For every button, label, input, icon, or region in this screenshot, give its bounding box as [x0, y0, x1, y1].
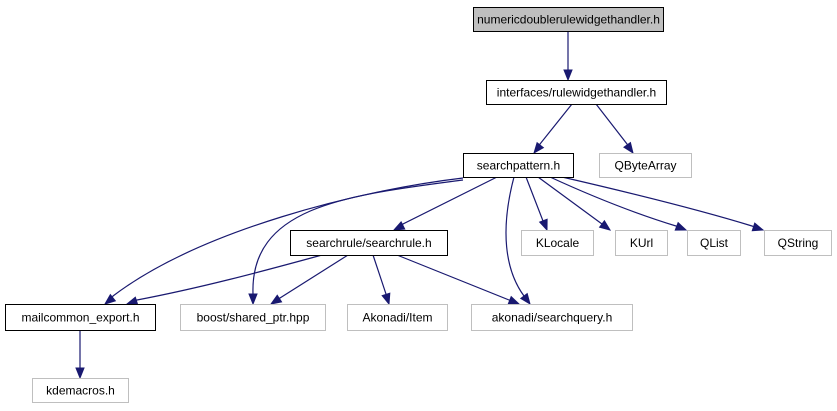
node-numericdoublerulewidgethandler-h[interactable]: numericdoublerulewidgethandler.h [473, 7, 664, 32]
node-box [687, 230, 741, 256]
node-box [180, 304, 326, 331]
edge-n4-n10 [269, 254, 349, 305]
node-box [764, 230, 832, 256]
node-label: KLocale [536, 236, 580, 250]
edge-n4-n9 [125, 254, 323, 306]
edge-line [134, 254, 323, 303]
node-label: Akonadi/Item [362, 311, 432, 325]
edge-n2-n12 [505, 176, 531, 306]
arrowhead-icon [75, 367, 85, 380]
arrowhead-icon [623, 141, 634, 155]
arrowhead-icon [392, 221, 406, 231]
node-klocale: KLocale [521, 230, 594, 256]
edge-line [110, 177, 464, 300]
node-boost-shared-ptr-hpp: boost/shared_ptr.hpp [180, 304, 326, 331]
edge-n2-n4 [392, 176, 498, 231]
edge-line [538, 103, 573, 147]
node-label: QByteArray [614, 159, 676, 173]
node-label: interfaces/rulewidgethandler.h [497, 86, 656, 100]
node-label: QString [778, 236, 819, 250]
node-box [5, 304, 156, 331]
arrowhead-icon [125, 296, 139, 306]
node-label: boost/shared_ptr.hpp [197, 311, 310, 325]
node-label: numericdoublerulewidgethandler.h [477, 13, 660, 27]
node-akonadi-searchquery-h: akonadi/searchquery.h [471, 304, 633, 331]
edge-line [372, 254, 388, 297]
node-akonadi-item: Akonadi/Item [347, 304, 448, 331]
node-label: mailcommon_export.h [21, 311, 139, 325]
edge-line [525, 176, 545, 223]
node-box [486, 80, 667, 105]
edge-n2-n7 [549, 176, 688, 231]
node-label: searchrule/searchrule.h [306, 236, 431, 250]
arrowhead-icon [533, 141, 545, 155]
arrowhead-icon [381, 292, 391, 306]
node-mailcommon-export-h[interactable]: mailcommon_export.h [5, 304, 156, 331]
edge-line [595, 103, 629, 147]
edge-line [549, 176, 679, 228]
arrowhead-icon [751, 222, 765, 232]
arrowhead-icon [598, 219, 612, 231]
node-searchpattern-h[interactable]: searchpattern.h [463, 153, 574, 178]
node-label: searchpattern.h [477, 159, 560, 173]
node-box [347, 304, 448, 331]
arrowhead-icon [269, 294, 283, 305]
node-box [471, 304, 633, 331]
edge-n2-n6 [537, 176, 612, 231]
node-box [615, 230, 668, 256]
edge-line [505, 176, 526, 298]
node-label: kdemacros.h [46, 384, 115, 398]
node-kdemacros-h: kdemacros.h [32, 378, 129, 403]
node-qbytearray: QByteArray [599, 153, 692, 178]
edge-n2-n5 [525, 176, 548, 232]
edge-line [396, 254, 512, 302]
node-searchrule-searchrule-h[interactable]: searchrule/searchrule.h [290, 230, 448, 256]
arrowhead-icon [507, 295, 521, 305]
edge-n4-n12 [396, 254, 521, 305]
node-box [521, 230, 594, 256]
edge-n4-n11 [372, 254, 391, 306]
node-qlist: QList [687, 230, 741, 256]
edge-n2-n8 [561, 176, 765, 232]
node-label: QList [700, 236, 729, 250]
node-label: akonadi/searchquery.h [492, 311, 613, 325]
node-box [599, 153, 692, 178]
edge-n1-n2 [533, 103, 573, 155]
node-box [463, 153, 574, 178]
edge-n9-n13 [75, 330, 85, 380]
edge-line [561, 176, 756, 229]
node-box [32, 378, 129, 403]
arrowhead-icon [103, 293, 117, 305]
arrowhead-icon [538, 218, 548, 232]
edge-n2-n9 [103, 177, 464, 305]
arrowhead-icon [248, 293, 258, 306]
node-qstring: QString [764, 230, 832, 256]
node-kurl: KUrl [615, 230, 668, 256]
node-interfaces-rulewidgethandler-h[interactable]: interfaces/rulewidgethandler.h [486, 80, 667, 105]
edge-n1-n3 [595, 103, 634, 155]
edge-line [277, 254, 349, 301]
node-box [290, 230, 448, 256]
node-box [473, 7, 664, 32]
node-label: KUrl [630, 236, 653, 250]
arrowhead-icon [519, 292, 531, 306]
edge-n0-n1 [563, 31, 573, 82]
arrowhead-icon [563, 69, 573, 82]
arrowhead-icon [674, 221, 688, 231]
